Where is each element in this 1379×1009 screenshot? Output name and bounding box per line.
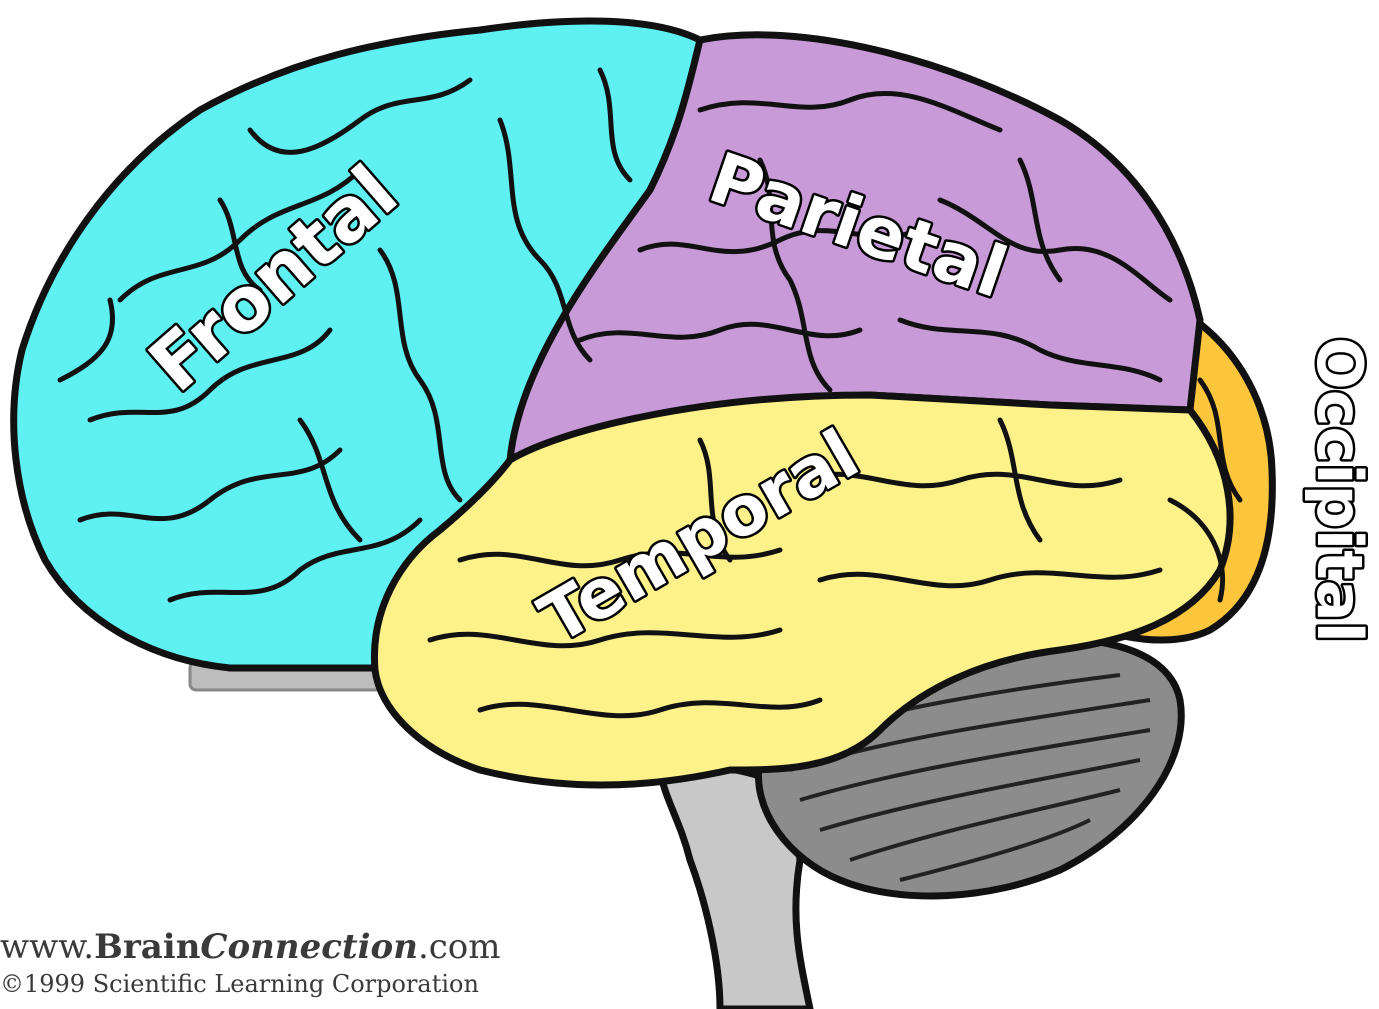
- site-suffix: .com: [418, 927, 501, 967]
- copyright-notice: ©1999 Scientific Learning Corporation: [0, 970, 479, 998]
- label-occipital: Occipital: [1303, 337, 1376, 643]
- site-brain: Brain: [94, 927, 200, 967]
- site-prefix: www.: [0, 927, 94, 967]
- site-connection: Connection: [200, 927, 418, 967]
- site-credit: www.BrainConnection.com: [0, 927, 501, 967]
